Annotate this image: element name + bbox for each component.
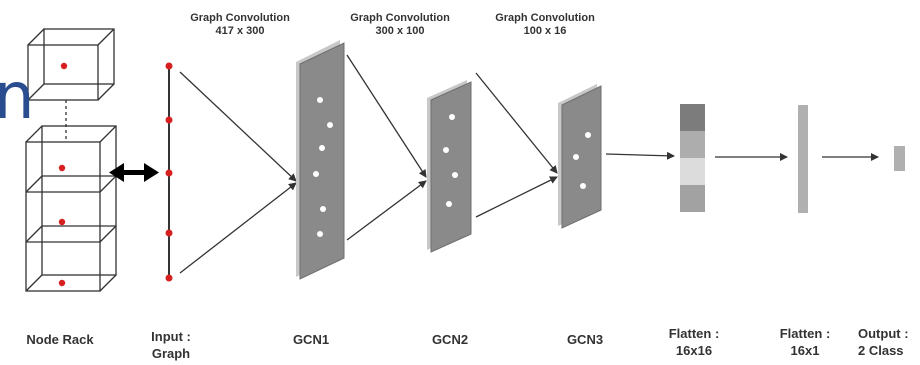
- label-output-line1: Output :: [858, 326, 909, 341]
- label-input-line1: Input :: [151, 329, 191, 344]
- rack-node-2: [58, 164, 66, 172]
- label-flatten-16x1: Flatten : 16x1: [765, 325, 845, 359]
- flatten-16x1-bar: [798, 105, 808, 213]
- label-output: Output : 2 Class: [858, 325, 909, 359]
- rack-node-1: [60, 62, 68, 70]
- input-node-4: [165, 229, 173, 237]
- input-node-1: [165, 62, 173, 70]
- connection-arrows: [179, 54, 879, 274]
- label-output-line2: 2 Class: [858, 343, 904, 358]
- label-gcn3: GCN3: [566, 332, 604, 347]
- label-node-rack: Node Rack: [26, 332, 94, 347]
- top-label-gcn3-line2: 100 x 16: [523, 25, 567, 37]
- top-label-gcn3: Graph Convolution 100 x 16: [475, 12, 615, 38]
- input-node-5: [165, 274, 173, 282]
- top-label-gcn2-line2: 300 x 100: [375, 25, 425, 37]
- label-gcn1: GCN1: [292, 332, 330, 347]
- label-input-line2: Graph: [151, 346, 191, 361]
- top-label-gcn2-line1: Graph Convolution: [350, 12, 450, 24]
- gcn1-layer: [296, 40, 345, 280]
- label-flatten-16x16: Flatten : 16x16: [654, 325, 734, 359]
- top-label-gcn2: Graph Convolution 300 x 100: [330, 12, 470, 38]
- label-gcn2: GCN2: [431, 332, 469, 347]
- rack-node-4: [58, 279, 66, 287]
- top-label-gcn1-line2: 417 x 300: [215, 25, 265, 37]
- top-label-gcn3-line1: Graph Convolution: [495, 12, 595, 24]
- label-flatten-16x1-line2: 16x1: [790, 343, 820, 358]
- flatten-16x16-block: [680, 104, 705, 212]
- top-label-gcn1: Graph Convolution 417 x 300: [170, 12, 310, 38]
- double-arrow-icon: [109, 163, 159, 182]
- rack-node-3: [58, 218, 66, 226]
- top-label-gcn1-line1: Graph Convolution: [190, 12, 290, 24]
- rack-stack: [25, 125, 117, 292]
- label-flatten-16x16-line2: 16x16: [675, 343, 713, 358]
- output-block: [894, 146, 905, 171]
- cropped-text-fragment: n: [0, 60, 35, 134]
- rack-cube-top: [27, 28, 115, 101]
- node-rack: [25, 28, 117, 292]
- rack-nodes: [58, 62, 68, 287]
- input-graph-nodes: [165, 62, 173, 282]
- label-flatten-16x1-line1: Flatten :: [779, 326, 831, 341]
- input-node-2: [165, 116, 173, 124]
- label-flatten-16x16-line1: Flatten :: [668, 326, 720, 341]
- label-input-graph: Input : Graph: [136, 328, 206, 362]
- gcn2-layer: [427, 80, 472, 253]
- input-node-3: [165, 169, 173, 177]
- gcn3-layer: [558, 84, 602, 229]
